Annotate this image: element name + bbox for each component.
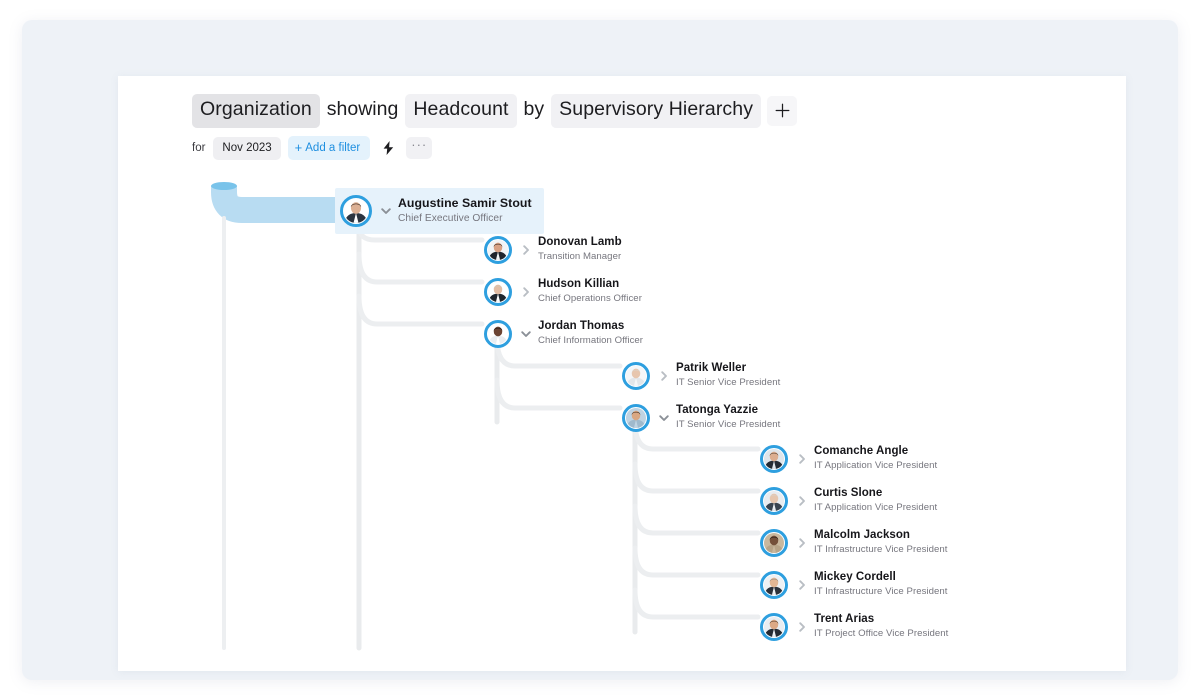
chevron-right-icon[interactable] <box>793 534 811 552</box>
avatar[interactable] <box>340 195 372 227</box>
node-name: Curtis Slone <box>814 487 883 500</box>
chevron-down-icon[interactable] <box>377 202 395 220</box>
node-name: Augustine Samir Stout <box>398 196 532 211</box>
chevron-right-icon[interactable] <box>655 367 673 385</box>
avatar-tatonga-yazzie <box>626 408 646 428</box>
avatar-augustine-samir-stout <box>344 199 368 223</box>
avatar[interactable] <box>760 571 788 599</box>
node-name: Jordan Thomas <box>538 320 625 333</box>
avatar[interactable] <box>484 236 512 264</box>
avatar[interactable] <box>760 487 788 515</box>
avatar-comanche-angle <box>764 449 784 469</box>
avatar[interactable] <box>760 529 788 557</box>
node-title: Chief Executive Officer <box>398 212 503 224</box>
query-bar: Organization showing Headcount by Superv… <box>192 94 798 128</box>
content-card: Organization showing Headcount by Superv… <box>118 76 1126 671</box>
node-name: Patrik Weller <box>676 362 747 375</box>
query-grouping-chip[interactable]: Supervisory Hierarchy <box>551 94 762 128</box>
avatar-patrik-weller <box>626 366 646 386</box>
outer-panel: Organization showing Headcount by Superv… <box>22 20 1178 680</box>
avatar-hudson-killian <box>488 282 508 302</box>
avatar-trent-arias <box>764 617 784 637</box>
node-title: IT Application Vice President <box>814 501 938 513</box>
node-name: Tatonga Yazzie <box>676 404 759 417</box>
chevron-right-icon[interactable] <box>793 576 811 594</box>
period-chip[interactable]: Nov 2023 <box>213 136 281 160</box>
add-filter-button[interactable]: + Add a filter <box>287 136 371 160</box>
node-title: IT Infrastructure Vice President <box>814 585 948 597</box>
query-measure-chip[interactable]: Headcount <box>405 94 517 128</box>
query-showing-word: showing <box>326 98 399 120</box>
avatar[interactable] <box>622 404 650 432</box>
avatar[interactable] <box>484 278 512 306</box>
node-name: Mickey Cordell <box>814 571 896 584</box>
avatar[interactable] <box>760 613 788 641</box>
query-by-word: by <box>523 98 545 120</box>
plus-icon[interactable] <box>767 95 798 126</box>
chevron-right-icon[interactable] <box>793 492 811 510</box>
node-title: IT Project Office Vice President <box>814 627 949 639</box>
avatar-malcolm-jackson <box>764 533 784 553</box>
chevron-right-icon[interactable] <box>793 618 811 636</box>
node-title: Chief Information Officer <box>538 334 644 346</box>
avatar-mickey-cordell <box>764 575 784 595</box>
node-name: Trent Arias <box>814 613 875 626</box>
node-title: IT Senior Vice President <box>676 418 781 430</box>
node-title: IT Infrastructure Vice President <box>814 543 948 555</box>
chevron-down-icon[interactable] <box>517 325 535 343</box>
plus-icon: + <box>294 140 303 155</box>
node-name: Donovan Lamb <box>538 236 622 249</box>
avatar[interactable] <box>484 320 512 348</box>
avatar-donovan-lamb <box>488 240 508 260</box>
filter-bar: for Nov 2023 + Add a filter ··· <box>192 136 433 160</box>
node-title: IT Application Vice President <box>814 459 938 471</box>
node-name: Malcolm Jackson <box>814 529 910 542</box>
node-name: Hudson Killian <box>538 278 620 291</box>
filter-for-label: for <box>192 142 206 154</box>
node-name: Comanche Angle <box>814 445 909 458</box>
node-title: Transition Manager <box>538 250 622 262</box>
root-pipe-connector <box>211 179 358 223</box>
ellipsis-icon[interactable]: ··· <box>406 137 433 159</box>
chevron-right-icon[interactable] <box>517 241 535 259</box>
chevron-right-icon[interactable] <box>793 450 811 468</box>
lightning-bolt-icon[interactable] <box>377 137 399 159</box>
avatar[interactable] <box>760 445 788 473</box>
query-subject-chip[interactable]: Organization <box>192 94 320 128</box>
avatar-curtis-slone <box>764 491 784 511</box>
node-title: IT Senior Vice President <box>676 376 781 388</box>
avatar[interactable] <box>622 362 650 390</box>
chevron-right-icon[interactable] <box>517 283 535 301</box>
add-filter-label: Add a filter <box>305 141 361 154</box>
chevron-down-icon[interactable] <box>655 409 673 427</box>
node-title: Chief Operations Officer <box>538 292 642 304</box>
avatar-jordan-thomas <box>488 324 508 344</box>
